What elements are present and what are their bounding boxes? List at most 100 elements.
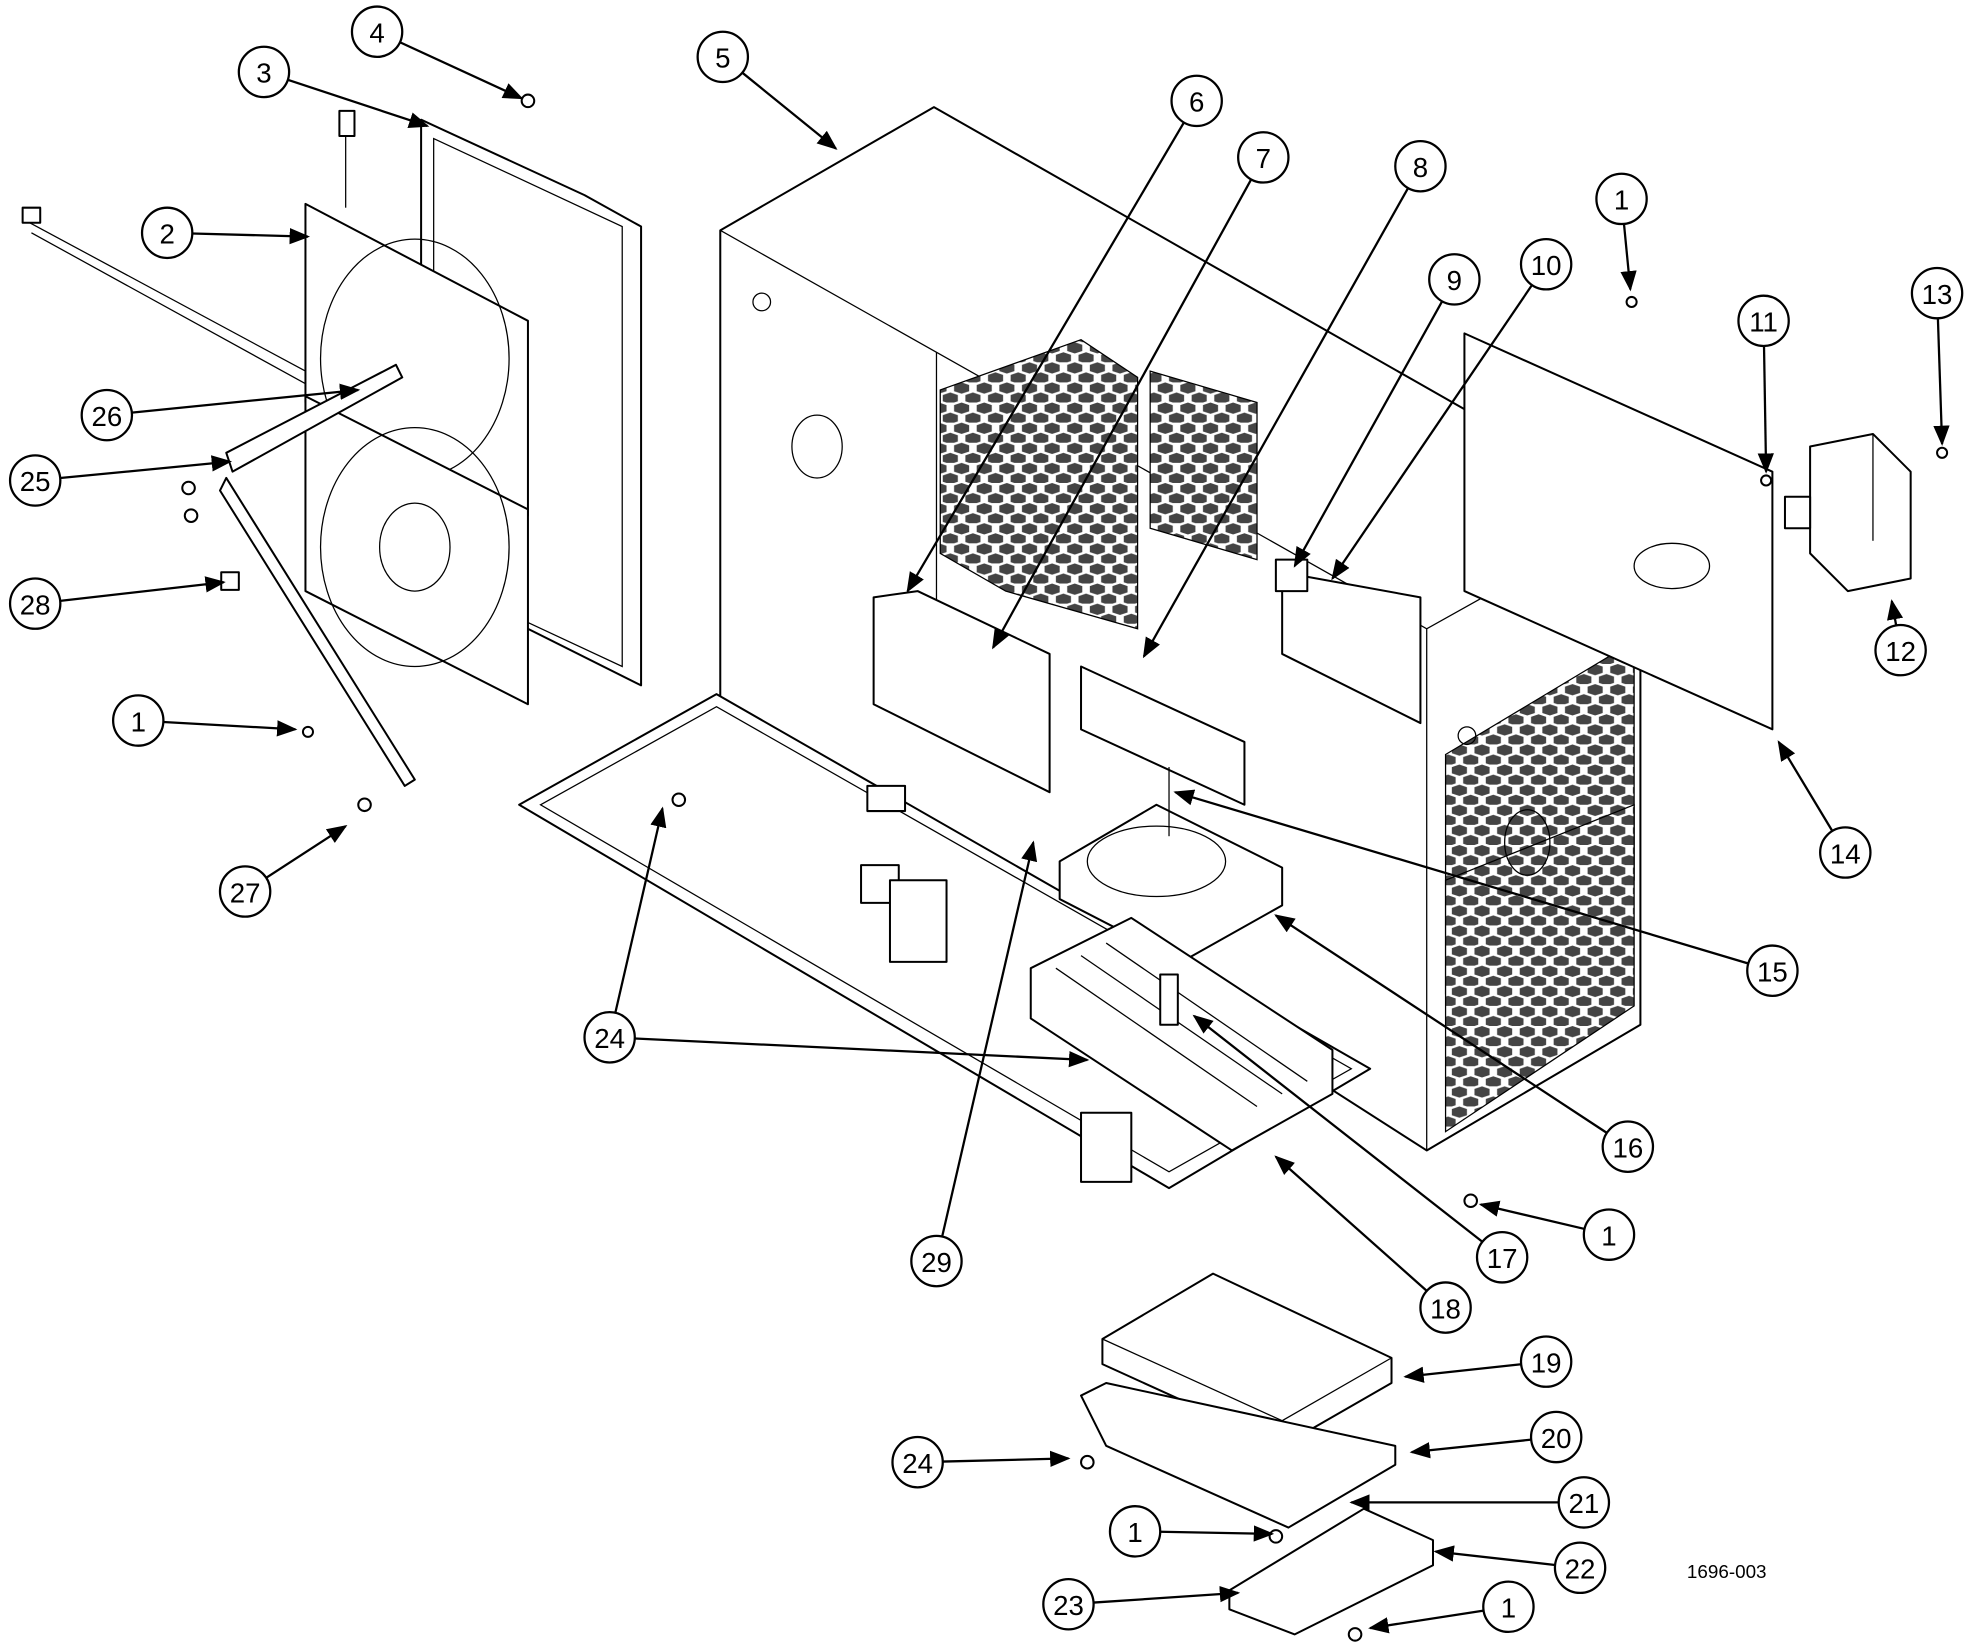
- callout-circle: [1428, 253, 1481, 306]
- callout-number: 1: [1601, 1220, 1616, 1251]
- callout-number: 28: [20, 589, 51, 620]
- callout-number: 25: [20, 466, 51, 497]
- callout-circle: [891, 1435, 944, 1489]
- callout-circle: [8, 454, 62, 507]
- callout-10: 10: [1519, 237, 1573, 291]
- callout-5: 5: [696, 30, 750, 84]
- callout-number: 21: [1568, 1488, 1599, 1519]
- leader-arrow: [1887, 599, 1904, 626]
- callout-1: 1: [112, 694, 165, 747]
- leader-arrow: [992, 178, 1253, 650]
- callout-18: 18: [1419, 1281, 1472, 1334]
- leader-arrow: [1274, 914, 1608, 1134]
- callout-3: 3: [237, 45, 291, 99]
- callout-27: 27: [218, 865, 272, 918]
- drive-mount: [1228, 1507, 1435, 1636]
- callout-19: 19: [1519, 1335, 1573, 1388]
- leader-arrow: [1409, 1438, 1532, 1459]
- leader-arrow: [1403, 1363, 1522, 1383]
- rear-panel: [1463, 332, 1774, 731]
- leader-arrow: [399, 41, 524, 100]
- leader-arrow: [1757, 345, 1774, 474]
- callout-circle: [1108, 1505, 1162, 1558]
- callout-number: 17: [1487, 1243, 1518, 1274]
- callout-circle: [1910, 266, 1964, 320]
- callout-24: 24: [891, 1435, 944, 1489]
- callout-number: 24: [902, 1448, 933, 1479]
- callout-number: 15: [1757, 956, 1788, 987]
- callout-number: 23: [1053, 1590, 1084, 1621]
- callout-number: 27: [230, 877, 261, 908]
- callout-number: 20: [1541, 1423, 1572, 1454]
- callout-circle: [8, 577, 62, 630]
- vent-grille: [1149, 370, 1258, 561]
- screws: [181, 93, 1949, 1642]
- callout-number: 6: [1189, 87, 1204, 118]
- callout-circle: [583, 1011, 636, 1064]
- leader-arrow: [287, 78, 430, 128]
- callout-number: 4: [369, 17, 384, 48]
- leader-arrow: [1368, 1609, 1484, 1634]
- callout-circle: [1482, 1580, 1535, 1634]
- callout-circle: [1557, 1476, 1611, 1529]
- callout-circle: [1553, 1541, 1607, 1595]
- callout-circle: [140, 206, 194, 260]
- callout-circle: [218, 865, 272, 918]
- callout-number: 10: [1531, 250, 1562, 281]
- callout-9: 9: [1428, 253, 1481, 306]
- callout-circle: [910, 1234, 963, 1288]
- callout-circle: [1475, 1231, 1529, 1284]
- expansion-card: [1080, 665, 1246, 806]
- callout-number: 16: [1612, 1132, 1643, 1163]
- connector: [1274, 558, 1309, 593]
- callout-4: 4: [350, 5, 404, 58]
- callout-circle: [1601, 1120, 1655, 1173]
- callout-23: 23: [1042, 1577, 1095, 1631]
- callout-1: 1: [1582, 1208, 1636, 1261]
- callout-circle: [1529, 1410, 1583, 1464]
- callout-circle: [1394, 139, 1447, 193]
- callout-1: 1: [1482, 1580, 1535, 1634]
- callout-11: 11: [1737, 294, 1790, 348]
- leader-arrow: [1173, 789, 1749, 965]
- callout-circle: [1595, 172, 1648, 226]
- callout-17: 17: [1475, 1231, 1529, 1284]
- callout-13: 13: [1910, 266, 1964, 320]
- callout-number: 1: [1127, 1517, 1142, 1548]
- callout-circle: [80, 388, 134, 442]
- leader-arrow: [1192, 1014, 1484, 1243]
- leader-arrow: [1478, 1200, 1585, 1231]
- leader-arrow: [634, 1037, 1090, 1068]
- leader-arrow: [265, 825, 348, 879]
- callout-number: 5: [715, 43, 730, 74]
- callout-number: 8: [1413, 152, 1428, 183]
- callout-number: 14: [1830, 838, 1861, 869]
- callout-number: 13: [1922, 279, 1953, 310]
- callout-12: 12: [1874, 623, 1927, 677]
- leader-arrow: [192, 227, 311, 245]
- callout-circle: [350, 5, 404, 58]
- leader-arrow: [942, 1450, 1071, 1468]
- cpu-cooler: [1029, 767, 1334, 1152]
- interface-board: [1281, 571, 1422, 725]
- callout-24: 24: [583, 1011, 636, 1064]
- leader-arrow: [941, 840, 1038, 1237]
- callout-number: 1: [1501, 1593, 1516, 1624]
- callout-number: 9: [1447, 265, 1462, 296]
- callout-circle: [1737, 294, 1790, 348]
- callout-circle: [1170, 74, 1223, 128]
- callout-number: 1: [131, 706, 146, 737]
- callout-number: 12: [1885, 636, 1916, 667]
- vent-grille: [939, 338, 1139, 630]
- callout-circle: [1419, 1281, 1472, 1334]
- callout-circle: [1874, 623, 1927, 677]
- callout-number: 7: [1256, 143, 1271, 174]
- leader-arrow: [1933, 318, 1950, 447]
- leader-arrow: [1433, 1545, 1556, 1567]
- leader-arrow: [1160, 1525, 1275, 1542]
- power-entry-module: [1783, 432, 1912, 593]
- leader-arrow: [1620, 223, 1637, 292]
- callout-2: 2: [140, 206, 194, 260]
